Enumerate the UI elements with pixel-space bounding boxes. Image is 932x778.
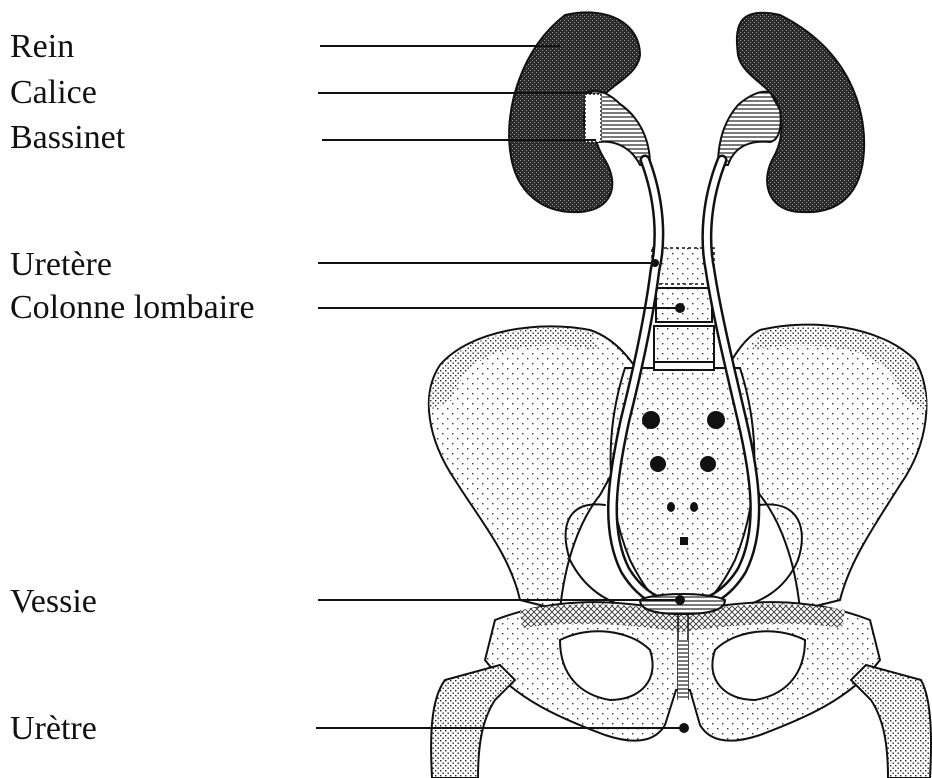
vertebra-l5 (654, 326, 714, 362)
dot-uretre (679, 723, 689, 733)
kidneys (509, 12, 864, 212)
left-calices (585, 94, 601, 142)
label-rein: Rein (10, 28, 74, 65)
dot-vessie (675, 595, 685, 605)
right-renal-pelvis (718, 92, 781, 165)
label-calice: Calice (10, 74, 97, 111)
right-femur (851, 665, 931, 778)
label-bassinet: Bassinet (10, 119, 126, 156)
labels: Rein Calice Bassinet Uretère Colonne lom… (10, 28, 255, 747)
dot-colonne (675, 303, 685, 313)
label-colonne-lombaire: Colonne lombaire (10, 289, 255, 326)
label-uretere: Uretère (10, 246, 112, 283)
left-femur (431, 665, 515, 778)
label-vessie: Vessie (10, 583, 97, 620)
label-uretre: Urètre (10, 710, 97, 747)
dot-uretere (651, 259, 659, 267)
